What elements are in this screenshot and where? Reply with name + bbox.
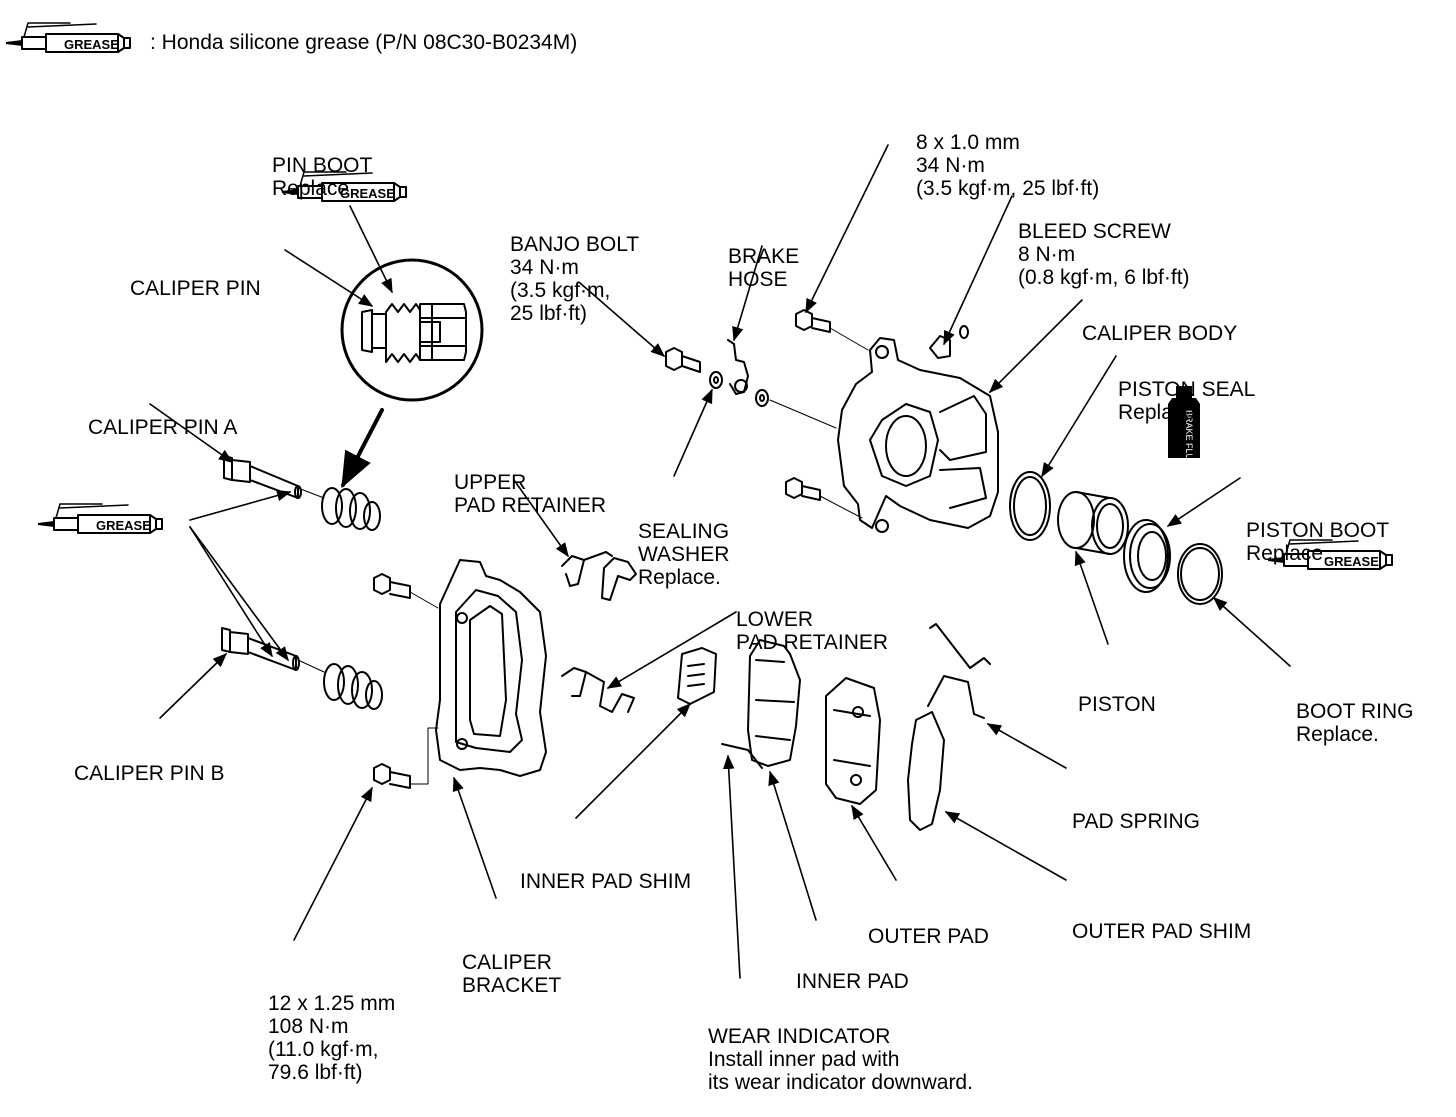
caliper-body-bolt-upper: [795, 309, 831, 333]
lower-pad-retainer: [561, 667, 635, 713]
outer-pad-shim: [907, 711, 945, 831]
outer-pad: [825, 677, 881, 805]
grease-icon-piston-boot: GREASE: [1267, 539, 1393, 570]
legend-grease-icon: GREASE: [5, 22, 131, 53]
piston-seal: [1009, 471, 1051, 541]
pin-boot-lower: [323, 663, 383, 710]
label-outer-pad: OUTER PAD: [868, 925, 989, 948]
banjo-bolt: [665, 347, 701, 373]
piston-boot: [1123, 519, 1171, 593]
upper-pad-retainer: [561, 551, 637, 601]
grease-icon-pin-boot: GREASE: [281, 171, 407, 202]
assembly-lines: [297, 327, 869, 785]
boot-ring: [1177, 543, 1223, 605]
label-caliper-pin: CALIPER PIN: [130, 277, 261, 300]
grease-icon-caliper-pins: GREASE: [37, 503, 163, 534]
brake-fluid-icon: BRAKE FLUID: [1168, 386, 1200, 470]
label-outer-pad-shim: OUTER PAD SHIM: [1072, 920, 1252, 943]
pad-spring: [927, 623, 991, 719]
label-caliper-pin-a: CALIPER PIN A: [88, 416, 238, 439]
legend-grease-icon-text: GREASE: [64, 37, 119, 52]
grease-icon-text: GREASE: [340, 186, 395, 201]
caliper-body-bolt-lower: [785, 477, 821, 501]
brake-hose-fitting: [727, 339, 749, 395]
brake-caliper-exploded-diagram: GREASE GREASE GREASE GREASE BRAKE FLUID: [5, 22, 1414, 1094]
piston: [1057, 491, 1129, 555]
label-inner-pad-shim: INNER PAD SHIM: [520, 870, 692, 893]
inner-pad-shim: [677, 647, 717, 705]
caliper-body: [837, 337, 999, 533]
legend-text: : Honda silicone grease (P/N 08C30-B0234…: [150, 31, 578, 54]
pin-boot-detail-view: [340, 258, 484, 402]
label-piston: PISTON: [1078, 693, 1156, 716]
grease-icon-text: GREASE: [96, 518, 151, 533]
label-inner-pad: INNER PAD: [796, 970, 909, 993]
bracket-bolt-upper: [373, 573, 411, 599]
label-caliper-pin-b: CALIPER PIN B: [74, 762, 225, 785]
brake-fluid-icon-text: BRAKE FLUID: [1184, 410, 1194, 470]
sealing-washer-right: [755, 389, 769, 407]
sealing-washer-left: [709, 371, 723, 389]
pin-boot-upper: [321, 487, 381, 531]
inner-pad: [721, 639, 801, 769]
leader-lines: [149, 144, 1291, 979]
label-pad-spring: PAD SPRING: [1072, 810, 1200, 833]
bleed-screw: [929, 325, 969, 359]
caliper-pin-b: [221, 627, 300, 671]
caliper-bracket: [435, 559, 547, 777]
diagram-artwork: GREASE GREASE GREASE GREASE BRAKE FLUID: [5, 22, 1393, 979]
label-caliper-body: CALIPER BODY: [1082, 322, 1238, 345]
bracket-bolt-lower: [373, 763, 411, 789]
grease-icon-text: GREASE: [1324, 554, 1379, 569]
